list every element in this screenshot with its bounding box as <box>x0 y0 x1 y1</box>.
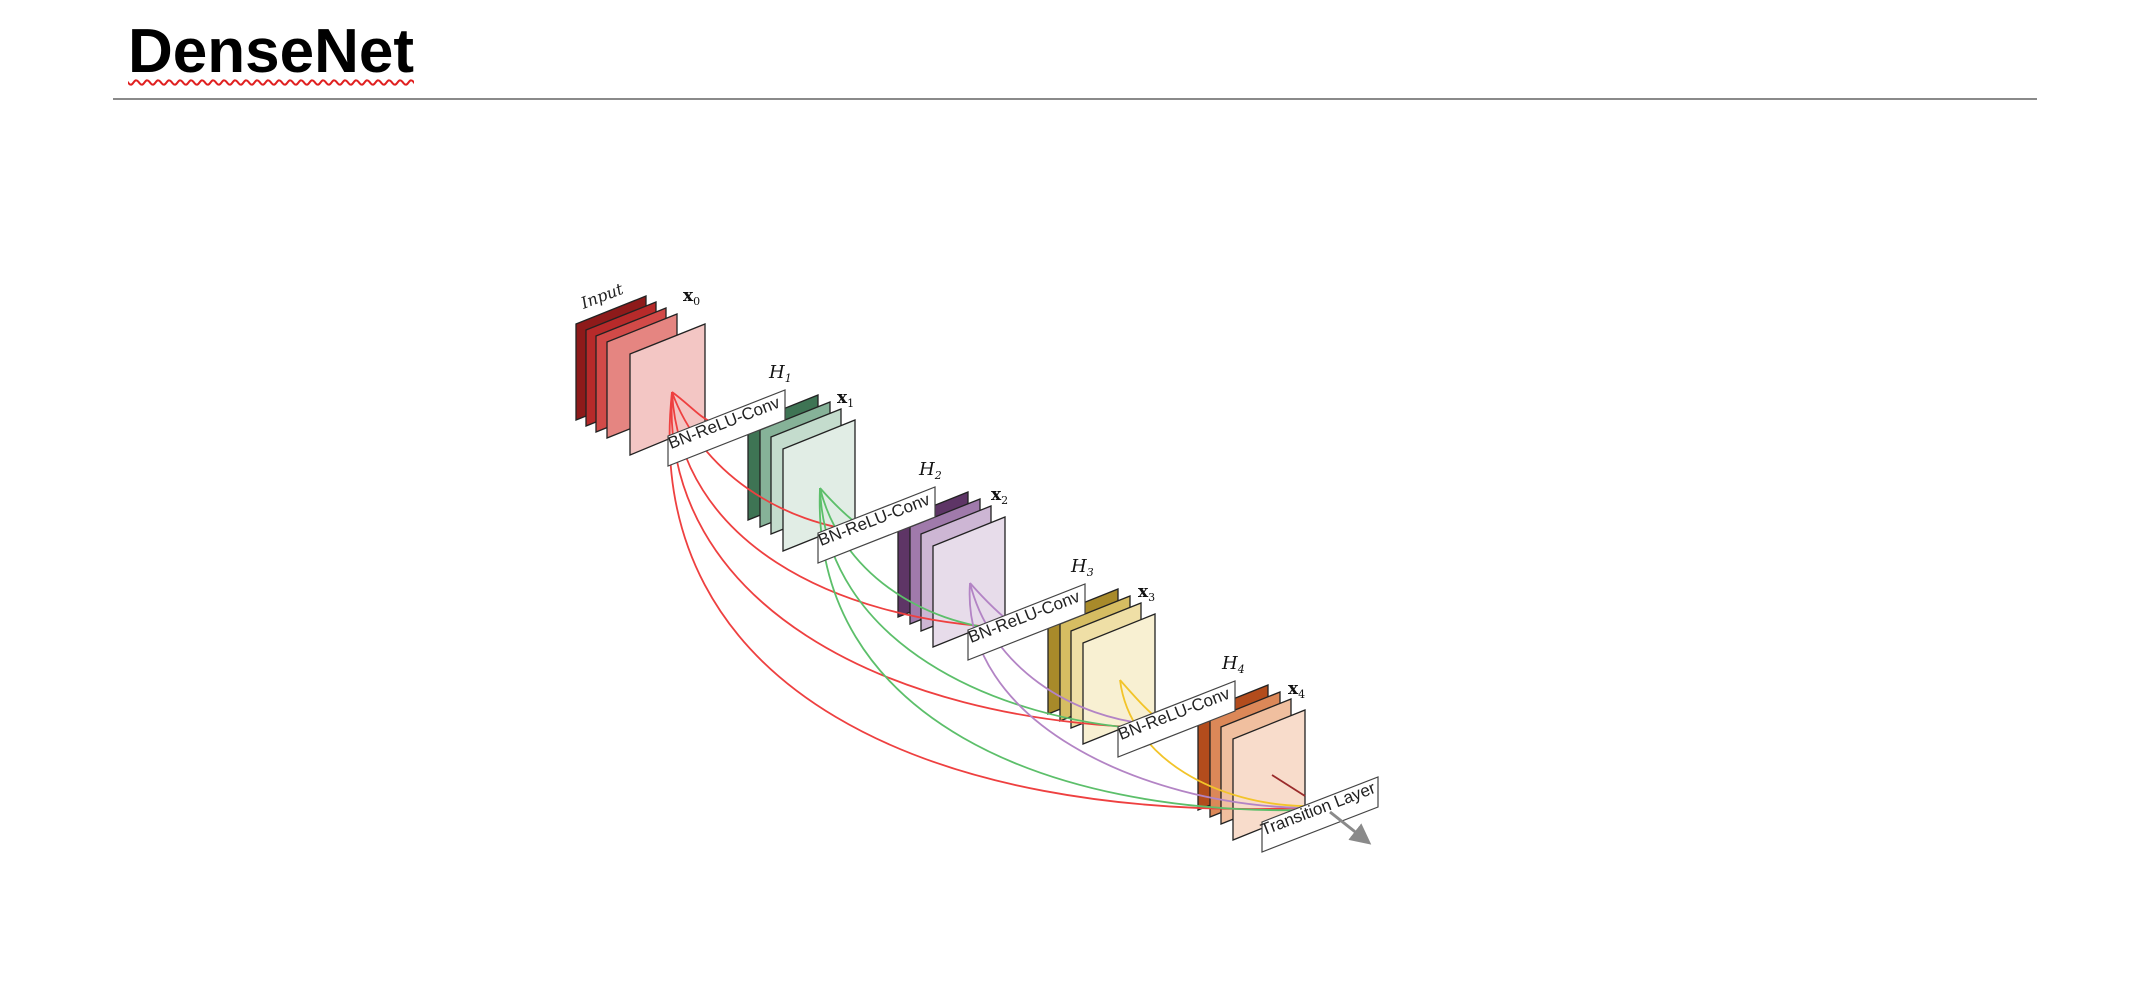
connection-x3-transition <box>1119 679 1306 807</box>
connection-x0-transition <box>668 391 1306 810</box>
block-1-feature-maps <box>747 394 856 552</box>
connection-x4-transition <box>1271 774 1306 797</box>
connection-x0-h4 <box>670 391 1161 729</box>
h2-label: H2 <box>918 459 942 482</box>
slide-title: DenseNet <box>128 17 414 86</box>
h4-label: H4 <box>1221 653 1245 676</box>
x0-label: x0 <box>683 286 700 308</box>
x1-label: x1 <box>837 388 854 410</box>
x4-label: x4 <box>1288 679 1305 701</box>
connection-x1-h3 <box>819 487 1011 631</box>
connection-x2-h4 <box>969 582 1161 726</box>
h3-label: H3 <box>1070 556 1094 579</box>
h1-label: H1 <box>768 362 792 385</box>
x2-label: x2 <box>991 485 1008 507</box>
connection-x1-transition <box>818 487 1306 812</box>
title-divider <box>113 98 2037 100</box>
block-0-feature-maps <box>575 295 706 456</box>
x3-label: x3 <box>1138 582 1155 604</box>
output-arrow <box>1329 810 1372 845</box>
